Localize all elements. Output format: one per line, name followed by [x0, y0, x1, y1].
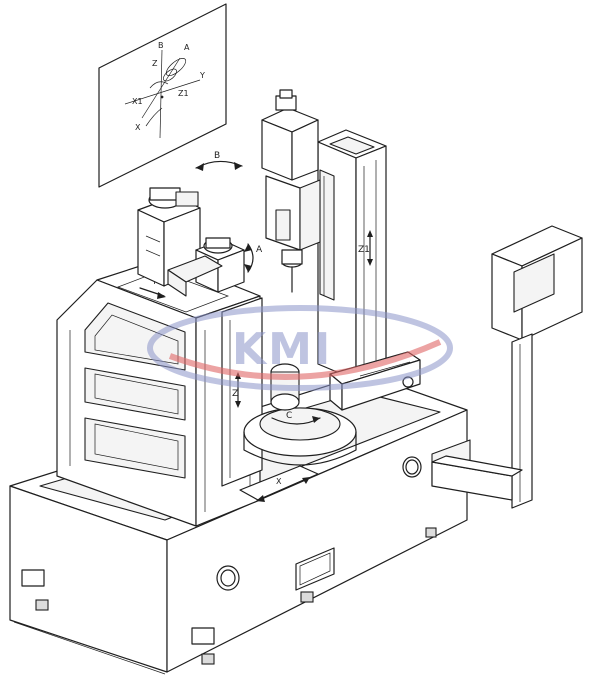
right-column: Z1 — [317, 129, 387, 381]
base-access-panel — [21, 569, 45, 587]
inset-label-y: Y — [199, 71, 205, 80]
inset-label-z: Z — [152, 59, 158, 68]
inset-label-b: B — [158, 41, 164, 50]
axis-label-x: X — [276, 477, 282, 486]
control-panel-screen — [513, 253, 555, 313]
axis-label-z: Z — [232, 389, 238, 399]
spindle-head — [261, 89, 321, 293]
inset-label-x: X — [135, 123, 141, 132]
base-nameplate — [295, 547, 335, 591]
control-panel — [431, 225, 583, 509]
base-foot — [201, 653, 215, 665]
x-slide: X — [239, 465, 319, 502]
axis-inset-panel: B A Y Z X1 X Z1 — [98, 3, 227, 188]
control-panel-arm — [511, 333, 533, 509]
base-foot — [35, 599, 49, 611]
base-access-panel — [191, 627, 215, 645]
left-column: Z Y — [56, 257, 263, 527]
inset-label-a: A — [184, 43, 190, 52]
base-foot — [300, 591, 314, 603]
gearbox-left — [167, 255, 223, 297]
inset-label-z1: Z1 — [178, 89, 189, 98]
axis-label-b: B — [214, 151, 220, 161]
axis-label-c: C — [286, 411, 292, 421]
watermark: KMI — [147, 305, 453, 391]
inset-label-x1: X1 — [132, 97, 143, 106]
base-foot — [425, 527, 437, 538]
rotation-arrow-b: B — [195, 151, 243, 171]
axis-inset-sketch: B A Y Z X1 X Z1 — [124, 41, 205, 139]
watermark-text: KMI — [232, 324, 332, 375]
servo-motor-left — [137, 187, 201, 287]
axis-label-a: A — [256, 245, 263, 255]
axis-label-z1: Z1 — [358, 245, 370, 255]
rotation-arrow-a: A — [244, 243, 263, 273]
